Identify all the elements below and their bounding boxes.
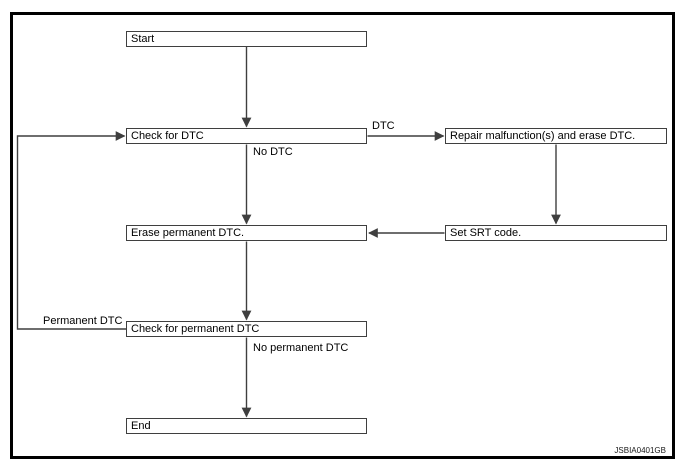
edge-label-no-permanent-dtc: No permanent DTC <box>253 342 349 354</box>
edge-check-permanent-loop-to-check-dtc <box>16 131 126 330</box>
diagram-border-frame <box>10 12 675 459</box>
figure-code-watermark: JSBIA0401GB <box>614 446 666 455</box>
edge-label-no-dtc: No DTC <box>253 146 293 158</box>
node-start: Start <box>126 31 367 47</box>
edge-label-permanent-dtc: Permanent DTC <box>43 315 123 327</box>
node-end: End <box>126 418 367 434</box>
node-set-srt-code: Set SRT code. <box>445 225 667 241</box>
node-check-for-permanent-dtc: Check for permanent DTC <box>126 321 367 337</box>
node-repair-malfunctions-erase-dtc: Repair malfunction(s) and erase DTC. <box>445 128 667 144</box>
edge-label-dtc: DTC <box>372 120 395 132</box>
node-check-for-dtc: Check for DTC <box>126 128 367 144</box>
node-erase-permanent-dtc: Erase permanent DTC. <box>126 225 367 241</box>
